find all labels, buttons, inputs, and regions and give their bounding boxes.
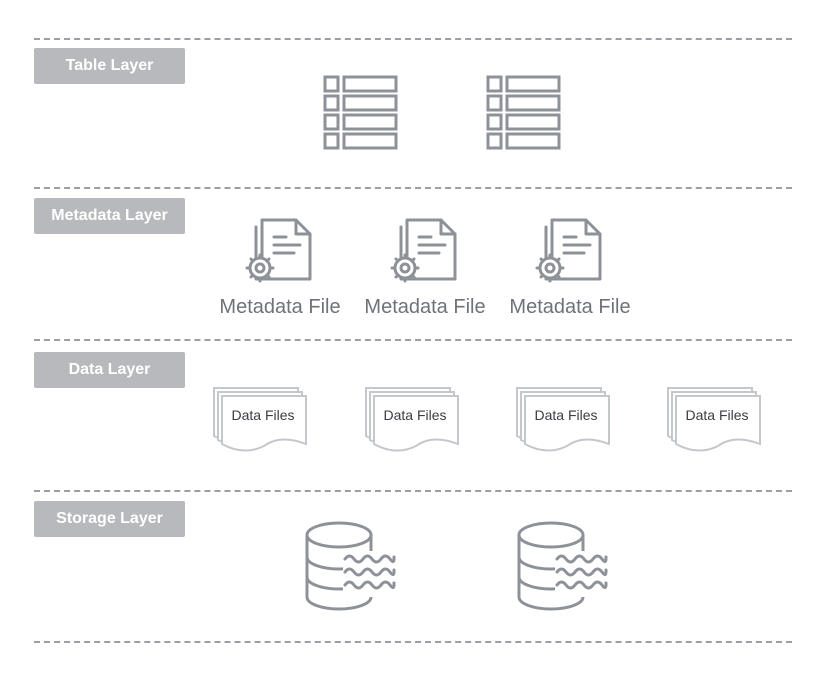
layer-divider-top	[34, 38, 792, 40]
table-icon	[323, 75, 399, 150]
layer-divider-bottom	[34, 641, 792, 643]
layer-divider-data-storage	[34, 490, 792, 492]
data-files-item: Data Files	[515, 386, 611, 452]
metadata-file-gear-icon	[389, 215, 461, 285]
data-files-label: Data Files	[685, 407, 749, 423]
database-icon	[515, 519, 613, 615]
storage-layer-label: Storage Layer	[34, 501, 185, 537]
layer-divider-metadata-data	[34, 339, 792, 341]
data-files-label: Data Files	[534, 407, 598, 423]
data-files-label: Data Files	[383, 407, 447, 423]
data-layer-label: Data Layer	[34, 352, 185, 388]
table-icon	[486, 75, 562, 150]
stacked-pages-icon	[516, 387, 610, 452]
data-files-item: Data Files	[212, 386, 308, 452]
data-files-label: Data Files	[231, 407, 295, 423]
database-icon	[303, 519, 401, 615]
metadata-file-gear-icon	[244, 215, 316, 285]
metadata-file-caption: Metadata File	[219, 296, 341, 318]
metadata-layer-label: Metadata Layer	[34, 198, 185, 234]
layer-divider-table-metadata	[34, 187, 792, 189]
data-files-item: Data Files	[666, 386, 762, 452]
metadata-file-caption: Metadata File	[509, 296, 631, 318]
stacked-pages-icon	[365, 387, 459, 452]
data-files-item: Data Files	[364, 386, 460, 452]
table-layer-label: Table Layer	[34, 48, 185, 84]
stacked-pages-icon	[213, 387, 307, 452]
stacked-pages-icon	[667, 387, 761, 452]
metadata-file-gear-icon	[534, 215, 606, 285]
metadata-file-caption: Metadata File	[364, 296, 486, 318]
